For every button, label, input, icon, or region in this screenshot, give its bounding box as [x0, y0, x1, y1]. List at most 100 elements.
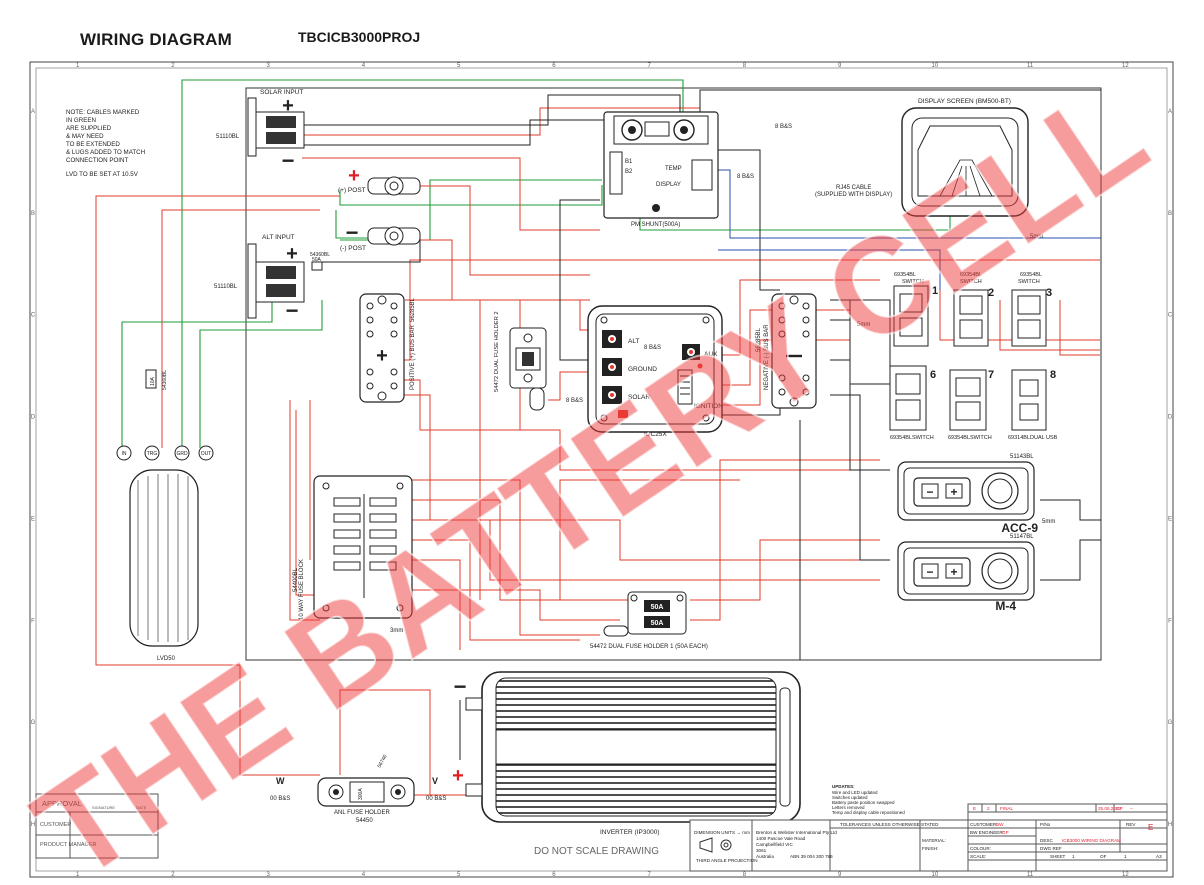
updates-list: UPDATES: Wire and LED updated Switches u…: [832, 784, 905, 815]
switch-8-usb: 69314BL DUAL USB 8: [1008, 369, 1058, 441]
grid-label: 8: [743, 872, 747, 878]
update-line: Temp and display cable repositioned: [832, 810, 905, 815]
tb-rev-no: 2: [987, 806, 990, 811]
update-line: Battery paste position swapped: [832, 800, 895, 805]
update-line: Letters removed: [832, 805, 865, 810]
wire-gauge-label: 8 B&S: [737, 174, 754, 180]
grid-label: 10: [932, 872, 939, 878]
switch-part: 69354BL: [890, 435, 912, 441]
switch-kind: SWITCH: [902, 279, 924, 285]
grid-label: 3: [266, 63, 270, 69]
switch-number: 3: [1046, 287, 1052, 299]
tb-company-line: Brenton & Webster International Pty Ltd: [756, 830, 837, 835]
solar-input-connector: SOLAR INPUT + − 51110BL: [216, 89, 305, 173]
lvd-fuse-part: 54360BL: [162, 370, 168, 390]
grid-label: 10: [932, 63, 939, 69]
solar-input-title: SOLAR INPUT: [260, 89, 303, 96]
inverter-label: INVERTER (IP3000): [600, 829, 659, 836]
tb-tolerance: TOLERANCES UNLESS OTHERWISE STATED: [840, 822, 939, 827]
minus-icon: −: [926, 485, 933, 499]
shunt-b1-label: B1: [625, 159, 633, 165]
switch-kind: DUAL USB: [1030, 435, 1058, 441]
tb-sheet: 1: [1072, 854, 1075, 859]
tb-rev-big: E: [1148, 823, 1153, 832]
grid-label: 4: [362, 63, 366, 69]
phase-w-label: W: [276, 776, 285, 786]
lvd-terminal: IN: [122, 451, 127, 457]
tb-description: ICB3000 WIRING DIAGRAM: [1062, 838, 1121, 843]
positive-bus-label: POSITIVE (+) BUS BAR: [410, 324, 416, 390]
dcdc-ground-label: GROUND: [628, 366, 657, 373]
negative-bus-bar: NEGATIVE (-) BUS BAR 56285BL: [756, 293, 817, 409]
anl-fuse-holder: 300A 56746 ANL FUSE HOLDER 54450: [317, 754, 415, 824]
grid-label: F: [31, 618, 35, 624]
switch-part: 69354BL: [948, 435, 970, 441]
grid-label: 2: [171, 63, 175, 69]
grid-label: 11: [1027, 872, 1034, 878]
grid-label: E: [31, 516, 35, 522]
tb-rev-end: --: [1130, 806, 1134, 811]
tb-company-line: 1400 Pascoe Vale Road: [756, 836, 806, 841]
dcdc-alt-label: ALT: [628, 338, 639, 345]
rj45-note: (SUPPLIED WITH DISPLAY): [815, 192, 892, 198]
wire-size-label: 5mm: [857, 322, 870, 328]
red-wires: [95, 107, 1100, 796]
grid-label: 12: [1122, 872, 1129, 878]
switch-part: 69354BL: [894, 272, 916, 278]
tb-of-label: OF: [1100, 854, 1107, 859]
note-line: NOTE: CABLES MARKED: [66, 109, 140, 116]
plus-icon: +: [376, 345, 388, 367]
green-wires: [121, 79, 951, 448]
wire-labels: 8 B&S 8 B&S 8 B&S 8 B&S 5mm 5mm 5mm 3mm …: [270, 124, 1055, 802]
shunt-label: PM SHUNT(500A): [631, 222, 680, 228]
minus-icon: −: [926, 565, 933, 579]
plus-icon: +: [286, 243, 298, 265]
switch-part: 69354BL: [1020, 272, 1042, 278]
tb-pno-label: P/No: [1040, 822, 1051, 827]
note-line: CONNECTION POINT: [66, 157, 128, 164]
positive-post-label: (+) POST: [338, 187, 366, 194]
switch-kind: SWITCH: [960, 279, 982, 285]
plus-icon: +: [348, 165, 360, 187]
switch-part: 69314BL: [1008, 435, 1030, 441]
grid-label: A: [1168, 109, 1172, 115]
grid-label: 5: [457, 63, 461, 69]
rj45-label: RJ45 CABLE: [836, 185, 871, 191]
switch-7: 69354BL SWITCH 7: [948, 369, 994, 441]
wire-gauge-label: 00 B&S: [270, 796, 290, 802]
grid-label: 1: [76, 63, 80, 69]
note-line: & MAY NEED: [66, 133, 104, 140]
dcdc-model-label: IDC25X: [644, 431, 667, 438]
switch-panel: 69354BL SWITCH 1 69354BL SWITCH 2 69354B…: [849, 272, 1058, 441]
tb-size: A3: [1156, 854, 1162, 859]
update-line: Switches updated: [832, 795, 868, 800]
note-line: TO BE EXTENDED: [66, 141, 120, 148]
enclosure-outline: [245, 87, 1102, 661]
grid-label: A: [31, 109, 35, 115]
product-manager-label: PRODUCT MANAGER: [40, 842, 96, 848]
grid-label: 7: [647, 63, 651, 69]
tb-rev-label: REV: [1126, 822, 1136, 827]
switch-3: 69354BL SWITCH 3: [1011, 272, 1052, 347]
shunt-b2-label: B2: [625, 169, 633, 175]
tb-rev: E: [973, 806, 976, 811]
dual-fuse-holder-1: 50A 50A 54472 DUAL FUSE HOLDER 1 (50A EA…: [590, 591, 708, 650]
wire-gauge-label: 8 B&S: [566, 398, 583, 404]
grid-label: 1: [76, 872, 80, 878]
grid-label: D: [1168, 415, 1173, 421]
lvd-note: LVD TO BE SET AT 10.5V: [66, 171, 139, 178]
grid-label: 6: [552, 63, 556, 69]
dcdc-solar-label: SOLAR: [628, 394, 650, 401]
grid-label: 11: [1027, 63, 1034, 69]
dcdc-aux-label: AUX: [704, 351, 718, 358]
page-title: WIRING DIAGRAM: [80, 30, 233, 49]
pm-shunt: B1 B2 TEMP DISPLAY PM SHUNT(500A): [603, 111, 719, 228]
note-line: & LUGS ADDED TO MATCH: [66, 149, 145, 156]
anl-rating: 300A: [358, 788, 364, 800]
grid-label: 7: [647, 872, 651, 878]
approval-label: APPROVAL: [42, 799, 82, 808]
tb-rev-date: 25.05.2023: [1098, 806, 1121, 811]
alt-input-fuse-rating: 50A: [312, 257, 322, 263]
positive-bus-bar: + POSITIVE (+) BUS BAR 56285BL: [359, 293, 416, 403]
